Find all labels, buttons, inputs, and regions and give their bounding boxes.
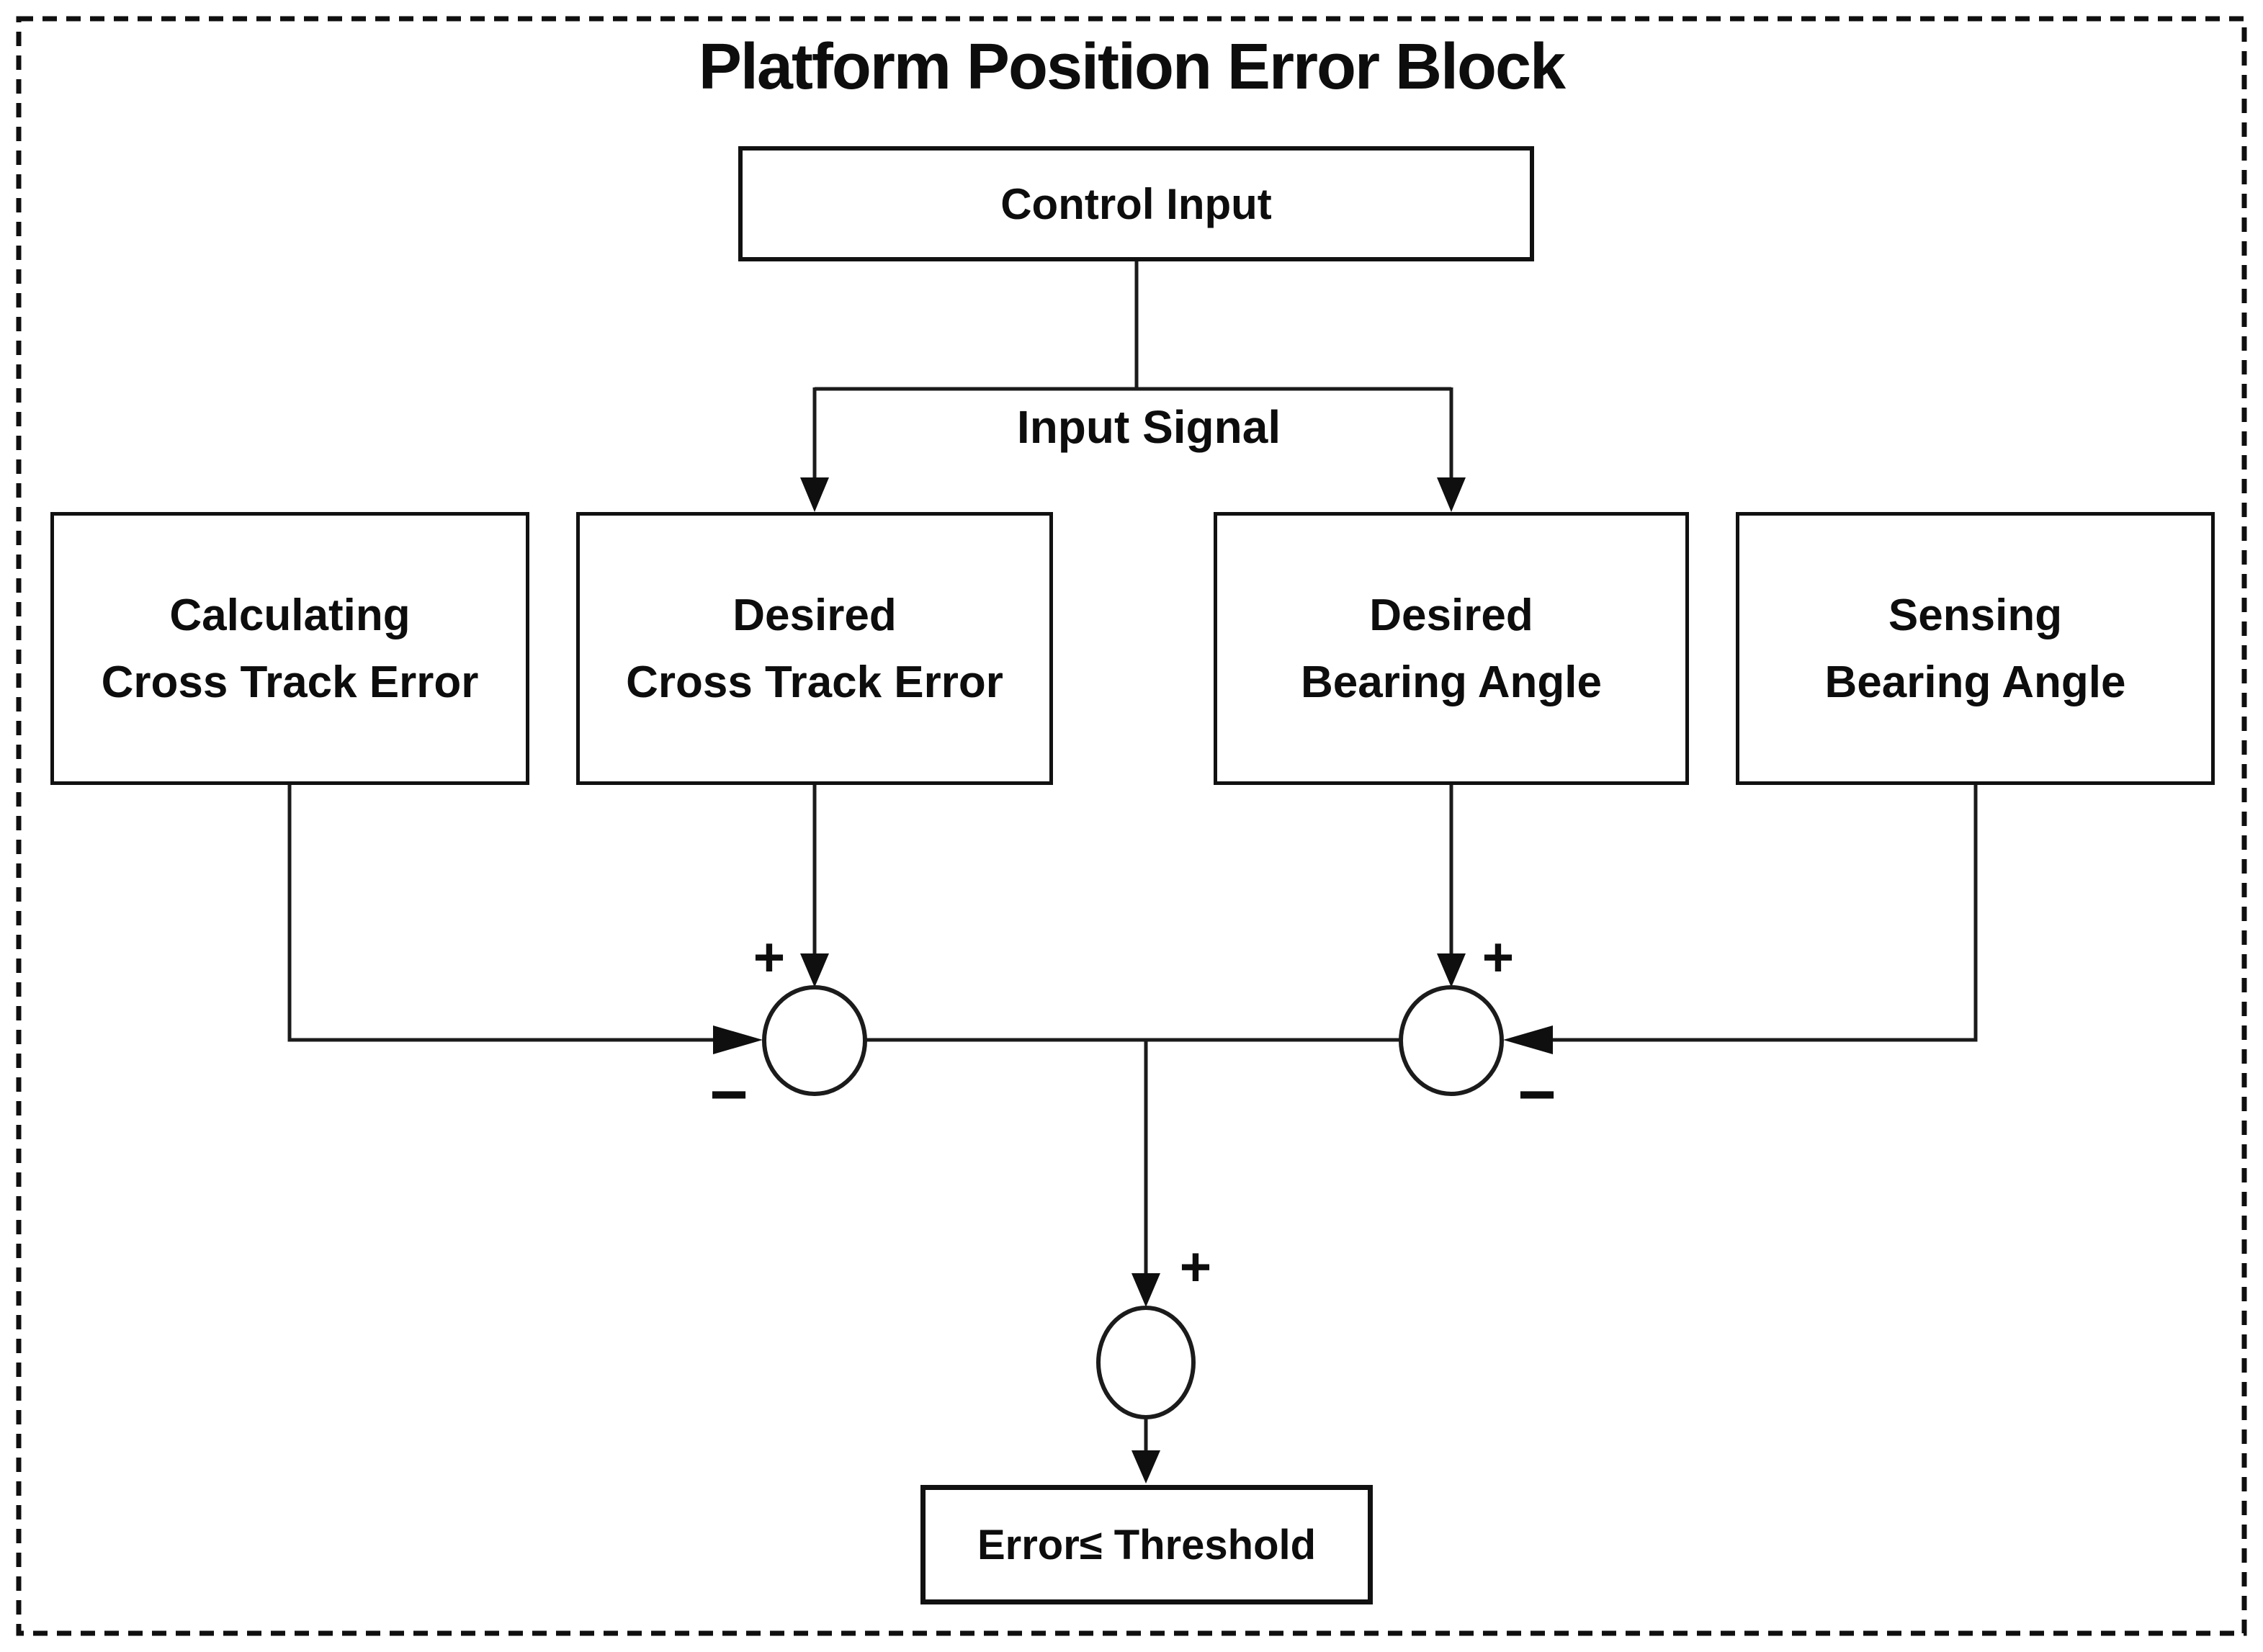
desired-cross-track-error-line2: Cross Track Error xyxy=(626,657,1003,707)
calculating-cross-track-error-box: Calculating Cross Track Error xyxy=(50,512,529,785)
calculating-cross-track-error-line1: Calculating xyxy=(169,590,411,640)
cross-track-sum-minus-sign: − xyxy=(709,1058,748,1131)
cross-track-sum-junction xyxy=(762,985,867,1096)
bearing-sum-plus-sign: + xyxy=(1482,927,1515,988)
bearing-sum-minus-sign: − xyxy=(1518,1058,1556,1131)
arrowhead-into-combined-sum xyxy=(1132,1273,1160,1307)
dashed-border xyxy=(16,16,2247,1636)
sensing-bearing-angle-line1: Sensing xyxy=(1888,590,2063,640)
combined-sum-junction xyxy=(1096,1306,1196,1419)
arrowhead-into-desired-bearing xyxy=(1437,477,1466,512)
arrowhead-into-threshold xyxy=(1132,1450,1160,1483)
arrowhead-into-cte-sum-top xyxy=(800,953,829,987)
desired-bearing-angle-box: Desired Bearing Angle xyxy=(1214,512,1689,785)
diagram-title: Platform Position Error Block xyxy=(698,31,1566,103)
sensing-bearing-angle-line2: Bearing Angle xyxy=(1824,657,2126,707)
error-threshold-box: Error≤ Threshold xyxy=(920,1485,1373,1604)
desired-cross-track-error-line1: Desired xyxy=(732,590,897,640)
calculating-cross-track-error-line2: Cross Track Error xyxy=(101,657,479,707)
cross-track-sum-plus-sign: + xyxy=(753,927,786,988)
control-input-box: Control Input xyxy=(738,146,1534,261)
input-signal-label: Input Signal xyxy=(1016,401,1281,453)
arrowhead-into-bearing-sum-right xyxy=(1503,1025,1553,1054)
wire-sensing-bearing-feeder xyxy=(1553,785,1978,1042)
bearing-sum-junction xyxy=(1399,985,1504,1096)
error-threshold-label: Error≤ Threshold xyxy=(977,1521,1317,1568)
desired-bearing-angle-line1: Desired xyxy=(1369,590,1533,640)
control-input-label: Control Input xyxy=(1000,179,1272,228)
arrowhead-into-cte-sum-left xyxy=(713,1025,763,1054)
desired-bearing-angle-line2: Bearing Angle xyxy=(1301,657,1602,707)
desired-cross-track-error-box: Desired Cross Track Error xyxy=(576,512,1053,785)
arrowhead-into-desired-cte xyxy=(800,477,829,512)
sensing-bearing-angle-box: Sensing Bearing Angle xyxy=(1736,512,2215,785)
arrowhead-into-bearing-sum-top xyxy=(1437,953,1466,987)
combined-sum-plus-sign: + xyxy=(1179,1236,1212,1298)
wire-calculating-cte-feeder xyxy=(287,785,713,1042)
